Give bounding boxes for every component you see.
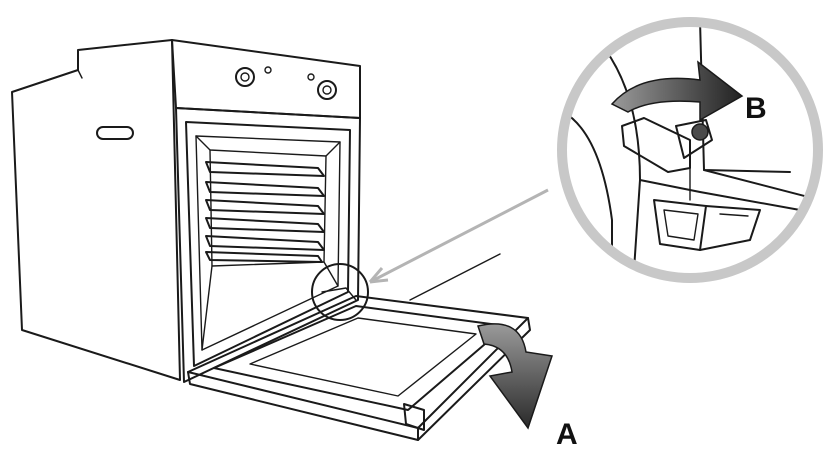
label-a: A [556, 418, 578, 451]
oven-front-frame [175, 107, 361, 383]
control-panel [171, 39, 361, 119]
oven-door-glass [213, 305, 507, 411]
guide-line [409, 253, 501, 301]
oven-drawing [11, 39, 531, 441]
indicator-light-left [264, 66, 272, 74]
door-handle-end [403, 403, 425, 431]
oven-door-open [187, 295, 529, 429]
curved-arrow-down [477, 323, 553, 430]
callout-arrowhead [368, 267, 389, 284]
callout-line [369, 188, 549, 284]
control-knob-left [235, 67, 255, 87]
oven-racks [205, 161, 325, 263]
hinge-magnifier [557, 17, 823, 283]
label-b: B [745, 92, 767, 125]
oven-side-panel [11, 39, 181, 381]
magnifier-ring [557, 17, 823, 283]
hinge-detail-circle [311, 263, 369, 321]
side-handle-slot [96, 126, 134, 140]
oven-cavity-opening [185, 121, 351, 367]
curved-arrow-right [610, 60, 744, 122]
control-knob-right [317, 80, 337, 100]
hinge-lever-knob [675, 119, 713, 159]
indicator-light-right [307, 73, 315, 81]
